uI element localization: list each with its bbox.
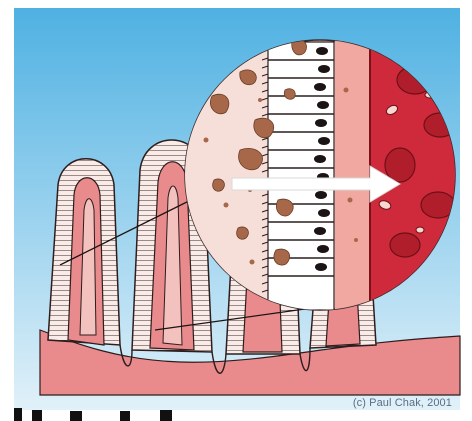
copyright-credit: (c) Paul Chak, 2001 <box>353 397 452 409</box>
villus-fold-1 <box>48 159 120 345</box>
